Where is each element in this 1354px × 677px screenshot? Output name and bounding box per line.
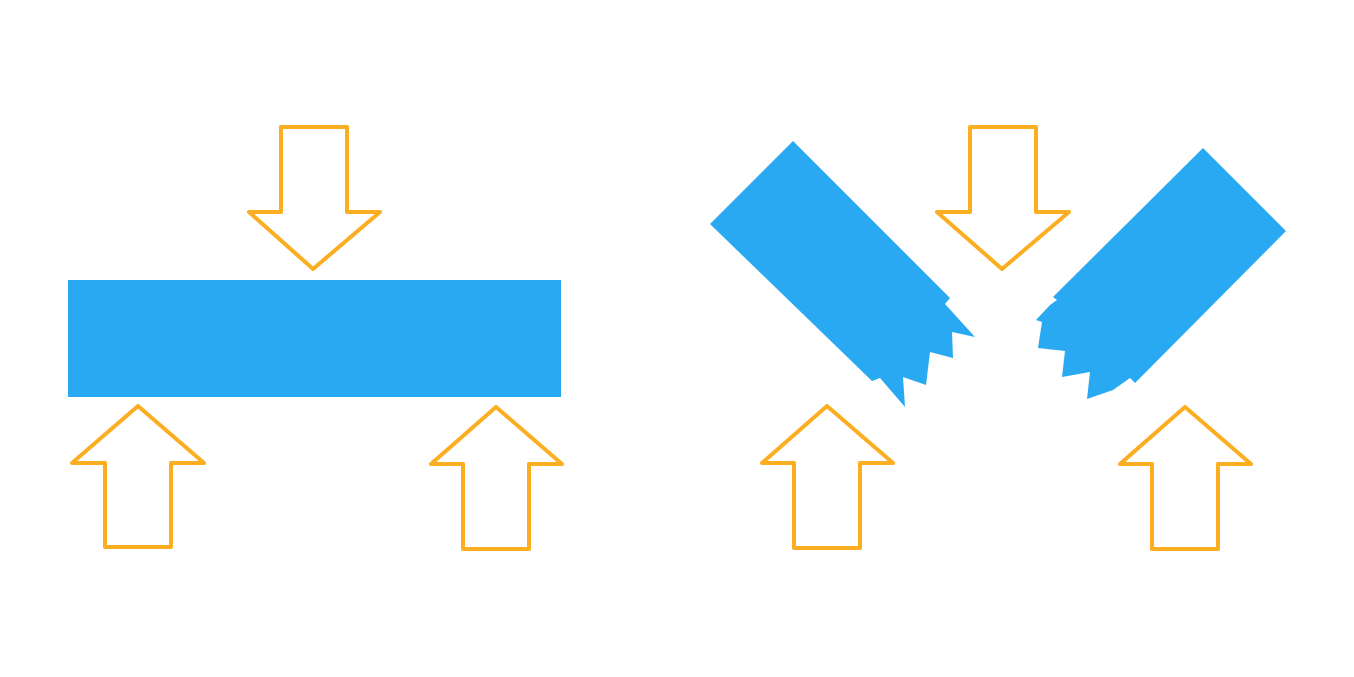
- up-force-arrow-right-icon: [1118, 405, 1253, 551]
- intact-beam-panel: [68, 125, 564, 551]
- up-force-arrow-left-icon: [70, 404, 206, 549]
- broken-beam-right-fragment: [1036, 148, 1286, 399]
- intact-beam: [68, 280, 561, 397]
- up-force-arrow-right-icon: [429, 405, 564, 551]
- down-force-arrow-icon: [247, 125, 382, 271]
- broken-beam-left-fragment: [710, 141, 975, 407]
- broken-beam-panel: [710, 125, 1286, 551]
- down-force-arrow-icon: [935, 125, 1071, 271]
- up-force-arrow-left-icon: [760, 404, 895, 550]
